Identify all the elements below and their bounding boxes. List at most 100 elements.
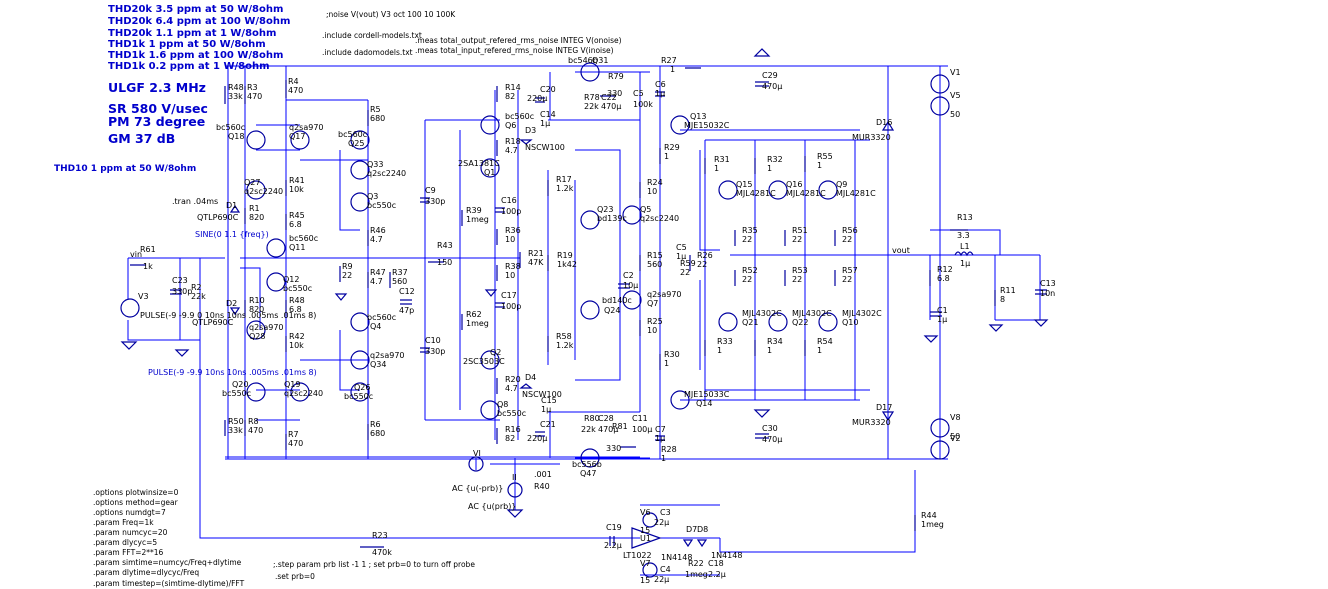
component-label: R41 <box>289 176 305 185</box>
component-label: 10 <box>647 187 657 196</box>
component-label: 1.2k <box>556 184 574 193</box>
component-label: R31 <box>714 155 730 164</box>
component-label: R36 <box>505 226 521 235</box>
component-label: 4.7 <box>505 146 518 155</box>
component-label: C11 <box>632 414 648 423</box>
component-label: 1 <box>817 161 822 170</box>
wires <box>127 65 1041 576</box>
component-label: 22 <box>792 235 802 244</box>
perf-note-2: THD20k 1.1 ppm at 1 W/8ohm <box>108 28 276 39</box>
component-label: 470 <box>288 439 303 448</box>
component-label: 470 <box>247 92 262 101</box>
component-label: Q14 <box>696 399 712 408</box>
component-label: 82 <box>505 92 515 101</box>
component-label: 1meg <box>466 215 489 224</box>
component-label: Q47 <box>580 469 596 478</box>
component-label: Q19 <box>284 380 300 389</box>
component-label: R23 <box>372 531 388 540</box>
component-label: C2 <box>623 271 634 280</box>
component-label: 220μ <box>527 434 547 443</box>
component-label: C10 <box>425 336 441 345</box>
component-label: 100p <box>501 207 521 216</box>
component-label: 470 <box>288 86 303 95</box>
component-label: MJL4281C <box>836 189 876 198</box>
component-label: 1 <box>767 164 772 173</box>
component-label: C19 <box>606 523 622 532</box>
component-label: R42 <box>289 332 305 341</box>
component-label: 1 <box>767 346 772 355</box>
component-label: bc550c <box>222 389 251 398</box>
component-label: Q22 <box>792 318 808 327</box>
option-numdgt: .options numdgt=7 <box>93 508 166 517</box>
component-label: C23 <box>172 276 188 285</box>
component-label: C20 <box>540 85 556 94</box>
component-label: Q26 <box>354 383 370 392</box>
component-label: Q3 <box>367 192 378 201</box>
component-label: Q1 <box>484 168 495 177</box>
component-label: 470μ <box>762 82 782 91</box>
component-label: 1N4148 <box>661 553 692 562</box>
component-label: R11 <box>1000 286 1016 295</box>
component-label: R37 <box>392 268 408 277</box>
component-label: Q24 <box>604 306 620 315</box>
component-label: C9 <box>425 186 436 195</box>
spice-directives-bottom: .options plotwinsize=0 .options method=g… <box>93 488 475 588</box>
component-label: R58 <box>556 332 572 341</box>
component-label: R5 <box>370 105 381 114</box>
param-freq: .param Freq=1k <box>93 518 154 527</box>
component-label: 6.8 <box>937 274 950 283</box>
component-label: LT1022 <box>623 551 652 560</box>
phase-margin-note: PM 73 degree <box>108 114 205 129</box>
component-label: 10k <box>289 185 304 194</box>
component-label: R59 <box>680 259 696 268</box>
component-label: 33k <box>228 426 243 435</box>
component-label: V1 <box>950 68 961 77</box>
component-label: C1 <box>937 306 948 315</box>
component-label: V7 <box>640 559 651 568</box>
component-label: 6.8 <box>289 220 302 229</box>
component-label: 10 <box>505 271 515 280</box>
component-label: 1meg <box>685 570 708 579</box>
component-label: C30 <box>762 424 778 433</box>
component-label: MJL4302C <box>842 309 882 318</box>
component-label: C15 <box>541 396 557 405</box>
component-label: R33 <box>717 337 733 346</box>
component-label: Q10 <box>842 318 858 327</box>
component-label: 10μ <box>623 281 638 290</box>
component-label: R47 <box>370 268 386 277</box>
component-label: Q9 <box>836 180 847 189</box>
component-label: 1μ <box>937 315 947 324</box>
component-label: bc550c <box>344 392 373 401</box>
component-label: Q27 <box>244 178 260 187</box>
meas-input-noise: .meas total_input_refered_rms_noise INTE… <box>415 46 614 55</box>
component-label: 330p <box>425 197 445 206</box>
component-label: 15 <box>640 526 650 535</box>
component-label: q2sc2240 <box>284 389 323 398</box>
component-label: bc560c <box>505 112 534 121</box>
component-label: 1k <box>143 262 153 271</box>
component-label: 22k <box>581 425 596 434</box>
component-label: R55 <box>817 152 833 161</box>
component-label: 33k <box>228 92 243 101</box>
component-label: q2sa970 <box>370 351 405 360</box>
component-label: V2 <box>950 434 961 443</box>
component-label: q2sa970 <box>289 123 324 132</box>
component-label: MJE15032C <box>684 121 730 130</box>
component-label: R2 <box>191 283 202 292</box>
component-label: NSCW100 <box>522 390 562 399</box>
component-label: 22k <box>584 102 599 111</box>
set-probe-directive: .set prb=0 <box>275 572 315 581</box>
component-label: 4.7 <box>505 384 518 393</box>
component-label: D17 <box>876 403 892 412</box>
component-label: R18 <box>505 137 521 146</box>
component-label: 22k <box>191 292 206 301</box>
component-label: 100k <box>633 100 653 109</box>
component-label: 22 <box>697 260 707 269</box>
component-label: D2 <box>226 299 237 308</box>
component-label: C17 <box>501 291 517 300</box>
component-label: V3 <box>138 292 149 301</box>
component-label: bc550c <box>497 409 526 418</box>
component-label: R50 <box>228 417 244 426</box>
component-label: R81 <box>612 422 628 431</box>
